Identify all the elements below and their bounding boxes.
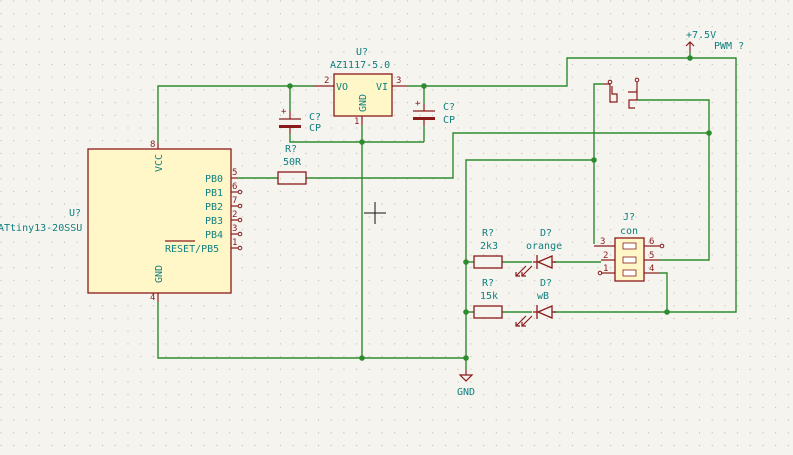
mcu-pin-name-reset: RESET/PB5 [165,244,219,255]
regulator-body[interactable] [333,73,393,117]
capacitor-reference: C? [309,112,321,123]
junction-dot [421,83,427,89]
resistor-15k[interactable]: R? 15k [473,278,503,319]
connector-pin-number: 3 [600,237,605,247]
led-white[interactable]: D? wB [515,278,556,327]
mcu-symbol[interactable]: 8 4 VCC GND U? ATtiny13-20SSU PB0 PB1 PB… [0,140,243,303]
mcu-pin-number: 1 [232,238,237,248]
power-vplus-symbol[interactable]: +7.5V [685,30,716,52]
mcu-reference: U? [69,208,81,219]
led-reference: D? [540,278,552,289]
led-reference: D? [540,228,552,239]
mcu-pin-name-pb4: PB4 [205,230,223,241]
connector-value: con [620,226,638,237]
junction-dot [463,355,469,361]
junction-dot [664,309,670,315]
capacitor-reference: C? [443,102,455,113]
mcu-pin-number: 6 [232,182,237,192]
regulator-value: AZ1117-5.0 [330,60,390,71]
resistor-value: 2k3 [480,241,498,252]
junctions [287,55,712,361]
pwm-label: PWM ? [714,41,744,52]
regulator-pin-vi: VI [376,82,388,93]
resistor-reference: R? [482,228,494,239]
capacitor-polarity: + [415,99,421,109]
mcu-pin-name-pb1: PB1 [205,188,223,199]
mcu-pin-name-pb2: PB2 [205,202,223,213]
connector-pin-number: 4 [649,264,654,274]
mcu-pin-number: 3 [232,224,237,234]
capacitor-value: CP [309,123,321,134]
switch-symbol[interactable] [604,77,640,109]
regulator-vi-number: 3 [396,76,401,86]
resistor-reference: R? [482,278,494,289]
light-emission-arrows-icon [515,265,533,277]
resistor-50r[interactable]: R? 50R [277,144,307,185]
connector-pin-number: 1 [603,264,608,274]
led-value: wB [537,291,549,302]
capacitor-polarity: + [281,107,287,117]
mcu-pin-number: 2 [232,210,237,220]
regulator-gnd-number: 1 [354,117,359,127]
mcu-gnd-pin-number: 4 [150,293,155,303]
connector-pin-number: 5 [649,251,654,261]
regulator-vo-number: 2 [324,76,329,86]
gnd-label: GND [457,387,475,398]
junction-dot [359,355,365,361]
regulator-pin-vo: VO [336,82,348,93]
junction-dot [463,259,469,265]
crosshair-cursor-icon [364,202,386,224]
resistor-value: 50R [283,157,302,168]
mcu-body[interactable] [87,148,232,294]
mcu-gnd-label: GND [154,265,165,283]
junction-dot [706,130,712,136]
junction-dot [463,309,469,315]
mcu-pin-number: 7 [232,196,237,206]
wires [157,52,737,370]
connector-pin-number: 6 [649,237,654,247]
resistor-2k3[interactable]: R? 2k3 [473,228,503,269]
junction-dot [591,157,597,163]
led-orange[interactable]: D? orange [515,228,562,277]
regulator-symbol[interactable]: U? AZ1117-5.0 VO VI GND 2 3 1 [313,47,408,127]
capacitor-c1[interactable]: + C? CP [279,107,321,134]
regulator-reference: U? [356,47,368,58]
led-value: orange [526,241,562,252]
junction-dot [359,139,365,145]
mcu-pin-name-pb0: PB0 [205,174,223,185]
mcu-vcc-pin-number: 8 [150,140,155,150]
connector-reference: J? [623,212,635,223]
ground-symbol[interactable]: GND [457,370,475,398]
regulator-pin-gnd: GND [358,94,369,112]
mcu-pin-number: 5 [232,168,237,178]
resistor-value: 15k [480,291,498,302]
junction-dot [687,55,693,61]
light-emission-arrows-icon [515,315,533,327]
connector-pin-number: 2 [603,251,608,261]
capacitor-c2[interactable]: + C? CP [413,99,455,126]
capacitor-value: CP [443,115,455,126]
vplus-label: +7.5V [686,30,716,41]
resistor-reference: R? [285,144,297,155]
connector-j[interactable]: J? con 3 6 2 5 1 4 [594,212,665,282]
mcu-vcc-label: VCC [154,154,165,172]
mcu-pin-name-pb3: PB3 [205,216,223,227]
junction-dot [287,83,293,89]
mcu-value: ATtiny13-20SSU [0,223,82,234]
